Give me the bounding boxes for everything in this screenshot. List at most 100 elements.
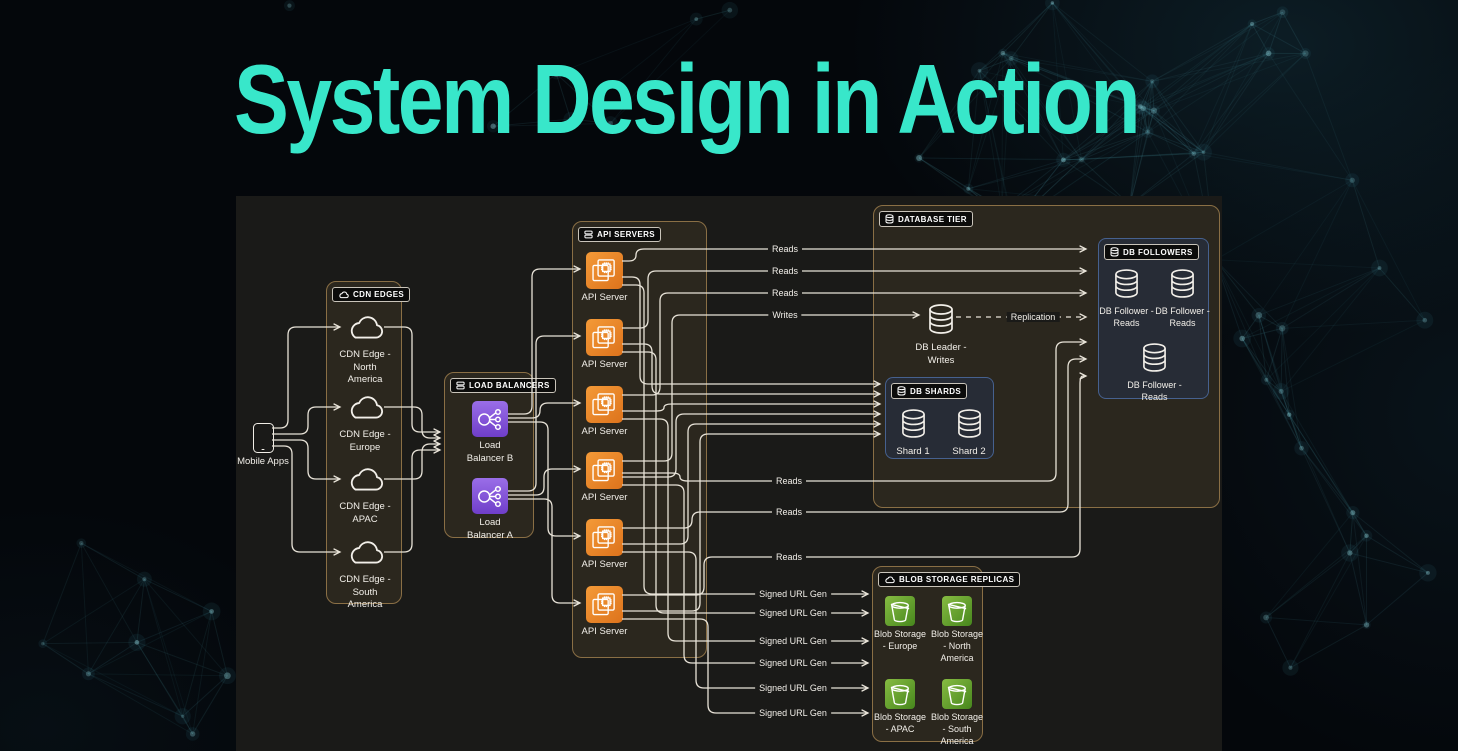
node-api-server-3[interactable]: API Server [573,386,636,439]
page-title: System Design in Action [234,44,1141,154]
edge-label-writes: Writes [768,310,802,320]
edge-label-reads: Reads [767,244,803,254]
node-mobile-apps[interactable]: Mobile Apps [236,423,303,469]
db-followers-header: DB FOLLOWERS [1104,244,1199,260]
node-label: API Server [581,359,628,370]
node-label: CDN Edge - Europe [339,429,391,453]
edge-label-reads: Reads [771,476,807,486]
server-chip-icon [586,452,623,489]
server-chip-icon [586,519,623,556]
bucket-icon [885,679,915,709]
database-tier-header: DATABASE TIER [879,211,973,227]
node-label: DB Follower - Reads [1155,306,1210,328]
blob-storage-header: BLOB STORAGE REPLICAS [878,572,1021,587]
node-label: Mobile Apps [237,456,289,467]
node-label: API Server [581,492,628,503]
bucket-icon [942,596,972,626]
database-cylinder-icon [929,304,953,334]
load-balancers-header: LOAD BALANCERS [450,378,556,393]
server-chip-icon [586,586,623,623]
node-api-server-6[interactable]: API Server [573,586,636,639]
group-blob-storage-replicas[interactable]: BLOB STORAGE REPLICAS Blob Storage - Eur… [872,566,1021,746]
group-database-tier[interactable]: DATABASE TIER DB Leader - Writes DB FOLL… [873,205,1220,508]
database-icon [885,214,894,224]
group-load-balancers[interactable]: LOAD BALANCERS Load Balancer B Load Bala… [444,372,556,541]
node-label: API Server [581,426,628,437]
node-label: Blob Storage - APAC [873,712,927,734]
group-db-shards[interactable]: DB SHARDS Shard 1 Shard 2 [885,377,994,459]
node-shard-1[interactable]: Shard 1 [888,409,938,459]
cloud-icon [350,468,384,491]
database-cylinder-icon [1143,343,1166,372]
node-label: Blob Storage - Europe [873,629,927,651]
node-label: DB Follower - Reads [1127,380,1182,402]
database-icon [1110,247,1119,257]
api-servers-header: API SERVERS [578,227,662,242]
node-blob-storage-europe[interactable]: Blob Storage - Europe [873,596,927,653]
node-label: Shard 2 [952,446,986,457]
load-balancer-icon [472,478,508,514]
edge-label-signed-url-gen: Signed URL Gen [755,589,831,599]
db-shards-header: DB SHARDS [891,383,968,399]
node-api-server-1[interactable]: API Server [573,252,636,305]
cloud-icon [350,396,384,419]
node-shard-2[interactable]: Shard 2 [944,409,994,459]
node-load-balancer-b[interactable]: Load Balancer B [450,401,530,465]
cloud-icon [884,576,895,584]
node-label: Load Balancer B [466,440,514,464]
node-api-server-2[interactable]: API Server [573,319,636,372]
server-chip-icon [586,319,623,356]
cloud-icon [338,291,349,299]
edge-label-signed-url-gen: Signed URL Gen [755,658,831,668]
cdn-edges-header: CDN EDGES [332,287,411,302]
mobile-phone-icon [252,423,274,453]
node-db-follower-2[interactable]: DB Follower - Reads [1155,269,1210,330]
edge-label-reads: Reads [771,552,807,562]
group-cdn-edges[interactable]: CDN EDGES CDN Edge - North America CDN E… [326,281,411,610]
node-cdn-edge-north-america[interactable]: CDN Edge - North America [327,315,403,387]
node-blob-storage-apac[interactable]: Blob Storage - APAC [873,679,927,736]
cloud-icon [350,541,384,564]
edge-label-signed-url-gen: Signed URL Gen [755,608,831,618]
server-chip-icon [586,386,623,423]
node-cdn-edge-europe[interactable]: CDN Edge - Europe [327,395,403,454]
edge-label-signed-url-gen: Signed URL Gen [755,708,831,718]
node-label: Load Balancer A [467,517,513,541]
database-cylinder-icon [1171,269,1194,298]
group-db-followers[interactable]: DB FOLLOWERS DB Follower - Reads DB Foll… [1098,238,1210,402]
node-label: CDN Edge - South America [339,574,391,611]
edge-label-reads: Reads [771,507,807,517]
bucket-icon [885,596,915,626]
node-label: DB Leader - Writes [915,342,967,366]
node-label: DB Follower - Reads [1099,306,1154,328]
stack-icon [456,381,465,390]
node-db-follower-3[interactable]: DB Follower - Reads [1127,343,1182,404]
load-balancer-icon [472,401,508,437]
node-api-server-4[interactable]: API Server [573,452,636,505]
server-chip-icon [586,252,623,289]
node-api-server-5[interactable]: API Server [573,519,636,572]
node-label: API Server [581,292,628,303]
node-db-follower-1[interactable]: DB Follower - Reads [1099,269,1154,330]
edge-label-replication: Replication [1006,312,1060,322]
edge-label-signed-url-gen: Signed URL Gen [755,683,831,693]
node-cdn-edge-south-america[interactable]: CDN Edge - South America [327,540,403,612]
node-label: Blob Storage - North America [930,629,984,663]
stack-icon [584,230,593,239]
node-db-leader[interactable]: DB Leader - Writes [915,304,967,367]
node-label: CDN Edge - APAC [339,501,391,525]
node-blob-storage-north-america[interactable]: Blob Storage - North America [930,596,984,665]
bucket-icon [942,679,972,709]
node-load-balancer-a[interactable]: Load Balancer A [450,478,530,542]
edge-label-reads: Reads [767,288,803,298]
node-cdn-edge-apac[interactable]: CDN Edge - APAC [327,467,403,526]
node-blob-storage-south-america[interactable]: Blob Storage - South America [930,679,984,748]
node-label: CDN Edge - North America [339,349,391,386]
edge-label-signed-url-gen: Signed URL Gen [755,636,831,646]
database-cylinder-icon [1115,269,1138,298]
diagram-canvas[interactable]: CDN EDGES CDN Edge - North America CDN E… [236,196,1222,751]
database-cylinder-icon [901,409,925,438]
node-label: Shard 1 [896,446,930,457]
node-label: API Server [581,559,628,570]
